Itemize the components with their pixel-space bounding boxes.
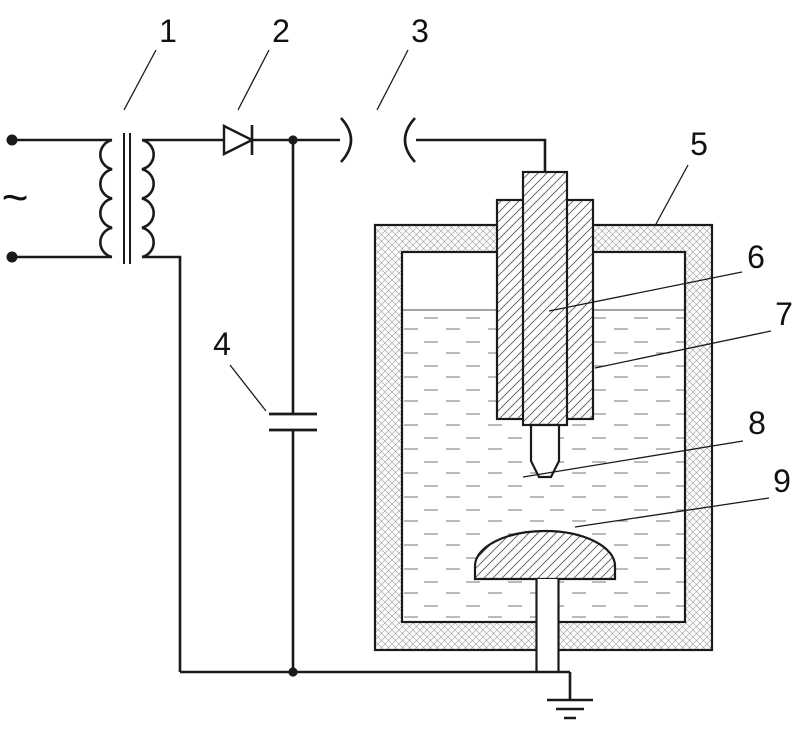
leader-lines — [123, 49, 772, 528]
transformer-secondary-coil — [141, 138, 155, 259]
leader-3 — [376, 49, 409, 111]
leader-7 — [594, 330, 772, 369]
ac-source: ~ — [2, 134, 112, 263]
electrode-assembly — [495, 170, 595, 479]
label-transformer: 1 — [159, 13, 177, 49]
capacitor — [269, 140, 317, 672]
transformer — [99, 133, 155, 264]
leader-9 — [574, 497, 770, 528]
leader-8 — [522, 440, 744, 478]
spark-gap-right-electrode — [403, 117, 416, 163]
leader-6 — [548, 271, 743, 312]
spark-gap — [340, 117, 547, 173]
spark-gap-output-wire — [416, 138, 547, 173]
transformer-primary-coil — [99, 138, 113, 259]
label-capacitor: 4 — [213, 326, 231, 362]
leader-1 — [123, 49, 157, 111]
electrode-rod — [521, 170, 569, 427]
leader-5 — [655, 164, 689, 225]
label-vessel: 5 — [690, 126, 708, 162]
reference-labels: 1 2 3 4 5 6 7 8 9 — [159, 13, 793, 499]
workpiece-stem — [535, 579, 560, 672]
ground-lines — [547, 672, 593, 720]
return-wires — [142, 135, 570, 677]
diode-triangle — [222, 124, 255, 156]
transformer-core — [123, 133, 131, 264]
capacitor-plates — [269, 412, 317, 432]
workpiece-stem-body — [536, 579, 559, 672]
leader-2 — [237, 49, 270, 111]
ac-symbol: ~ — [2, 171, 29, 223]
workpiece — [473, 529, 617, 672]
junction-dot-bottom — [288, 667, 298, 677]
workpiece-dome — [473, 529, 617, 581]
label-electrode-tip: 8 — [748, 405, 766, 441]
spark-gap-left-electrode — [340, 117, 353, 163]
label-diode: 2 — [272, 13, 290, 49]
junction-dot-top — [288, 135, 298, 145]
ac-wires — [12, 138, 112, 259]
label-holder: 7 — [775, 296, 793, 332]
electrode-tip — [529, 423, 561, 479]
label-workpiece: 9 — [773, 463, 791, 499]
ground-symbol — [547, 672, 593, 720]
secondary-return-wire — [142, 255, 182, 672]
label-spark-gap: 3 — [411, 13, 429, 49]
diode — [142, 124, 340, 156]
label-electrode-rod: 6 — [747, 239, 765, 275]
leader-4 — [229, 364, 267, 412]
